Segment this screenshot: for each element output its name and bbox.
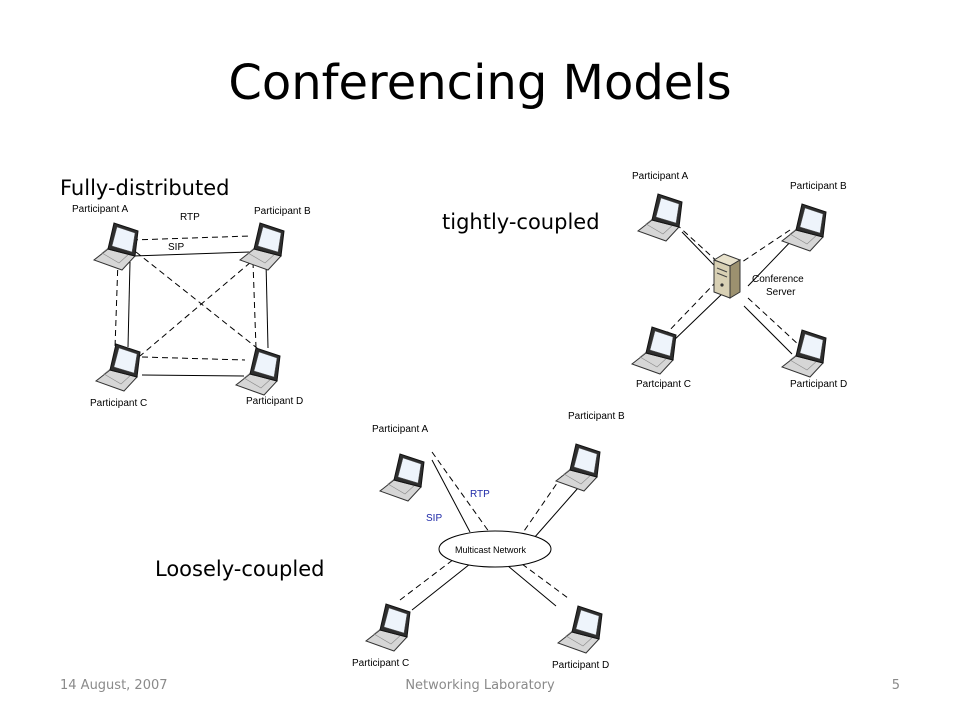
page-number: 5 bbox=[891, 678, 900, 693]
link-c bbox=[411, 563, 471, 611]
laptop-icon bbox=[93, 222, 139, 271]
fully-distributed-label: Fully-distributed bbox=[60, 176, 230, 200]
sip-link bbox=[431, 459, 471, 533]
link-b-dashed bbox=[521, 475, 563, 535]
link-d-dashed bbox=[747, 297, 801, 347]
node-label: Participant D bbox=[552, 660, 609, 671]
link-b bbox=[747, 235, 797, 287]
link-c-d bbox=[141, 374, 245, 377]
node-label: Participant A bbox=[632, 171, 688, 182]
server-label: Server bbox=[766, 287, 796, 298]
protocol-label: RTP bbox=[470, 489, 490, 500]
footer-date: 14 August, 2007 bbox=[60, 678, 168, 693]
protocol-label: RTP bbox=[180, 212, 200, 223]
link-d bbox=[743, 305, 793, 355]
node-label: Participant C bbox=[352, 658, 409, 669]
sip-link bbox=[132, 251, 251, 257]
rtp-link bbox=[131, 235, 251, 241]
server-label: Conference bbox=[752, 274, 804, 285]
node-label: Participant B bbox=[254, 206, 311, 217]
node-label: Participant A bbox=[372, 424, 428, 435]
loosely-coupled-label: Loosely-coupled bbox=[155, 557, 325, 581]
node-label: Participant A bbox=[72, 204, 128, 215]
link-a-c bbox=[127, 261, 131, 348]
link-d-dashed bbox=[521, 563, 569, 599]
link-c-d-dashed bbox=[141, 356, 246, 361]
rtp-link bbox=[431, 451, 493, 537]
tightly-coupled-diagram bbox=[663, 223, 801, 355]
laptop-icon bbox=[557, 605, 603, 654]
laptop-icon bbox=[239, 222, 285, 271]
laptop-icon bbox=[781, 329, 827, 378]
node-label: Partcipant C bbox=[636, 379, 691, 390]
node-label: Participant B bbox=[568, 411, 625, 422]
link-b bbox=[533, 487, 579, 539]
laptop-icon bbox=[95, 343, 141, 392]
link-b-d bbox=[265, 261, 269, 349]
protocol-label: SIP bbox=[168, 242, 184, 253]
footer-center: Networking Laboratory bbox=[405, 678, 555, 693]
node-label: Participant D bbox=[246, 396, 303, 407]
link-b-d-dashed bbox=[252, 261, 257, 349]
multicast-network-cloud bbox=[438, 530, 552, 568]
network-label: Multicast Network bbox=[455, 545, 527, 555]
link-c-dashed bbox=[663, 283, 715, 337]
link-c bbox=[669, 291, 725, 345]
link-b-c-dashed bbox=[139, 255, 259, 357]
node-label: Participant B bbox=[790, 181, 847, 192]
slide-title: Conferencing Models bbox=[228, 55, 732, 111]
laptop-icon bbox=[379, 453, 425, 502]
node-label: Participant C bbox=[90, 398, 147, 409]
laptop-icon bbox=[235, 347, 281, 396]
link-b-dashed bbox=[741, 229, 791, 263]
laptop-icon bbox=[631, 326, 677, 375]
link-a-dashed bbox=[675, 223, 721, 265]
link-c-dashed bbox=[399, 555, 459, 601]
laptop-icon bbox=[637, 193, 683, 242]
laptop-icon bbox=[555, 443, 601, 492]
link-a-c-dashed bbox=[114, 259, 119, 349]
protocol-label: SIP bbox=[426, 513, 442, 524]
fully-distributed-diagram bbox=[114, 235, 269, 377]
node-label: Participant D bbox=[790, 379, 847, 390]
tightly-coupled-label: tightly-coupled bbox=[442, 210, 600, 234]
link-a-d-dashed bbox=[135, 251, 263, 353]
server-icon bbox=[713, 253, 741, 299]
link-d bbox=[507, 565, 557, 607]
loosely-coupled-diagram bbox=[399, 451, 579, 611]
laptop-icon bbox=[365, 603, 411, 652]
